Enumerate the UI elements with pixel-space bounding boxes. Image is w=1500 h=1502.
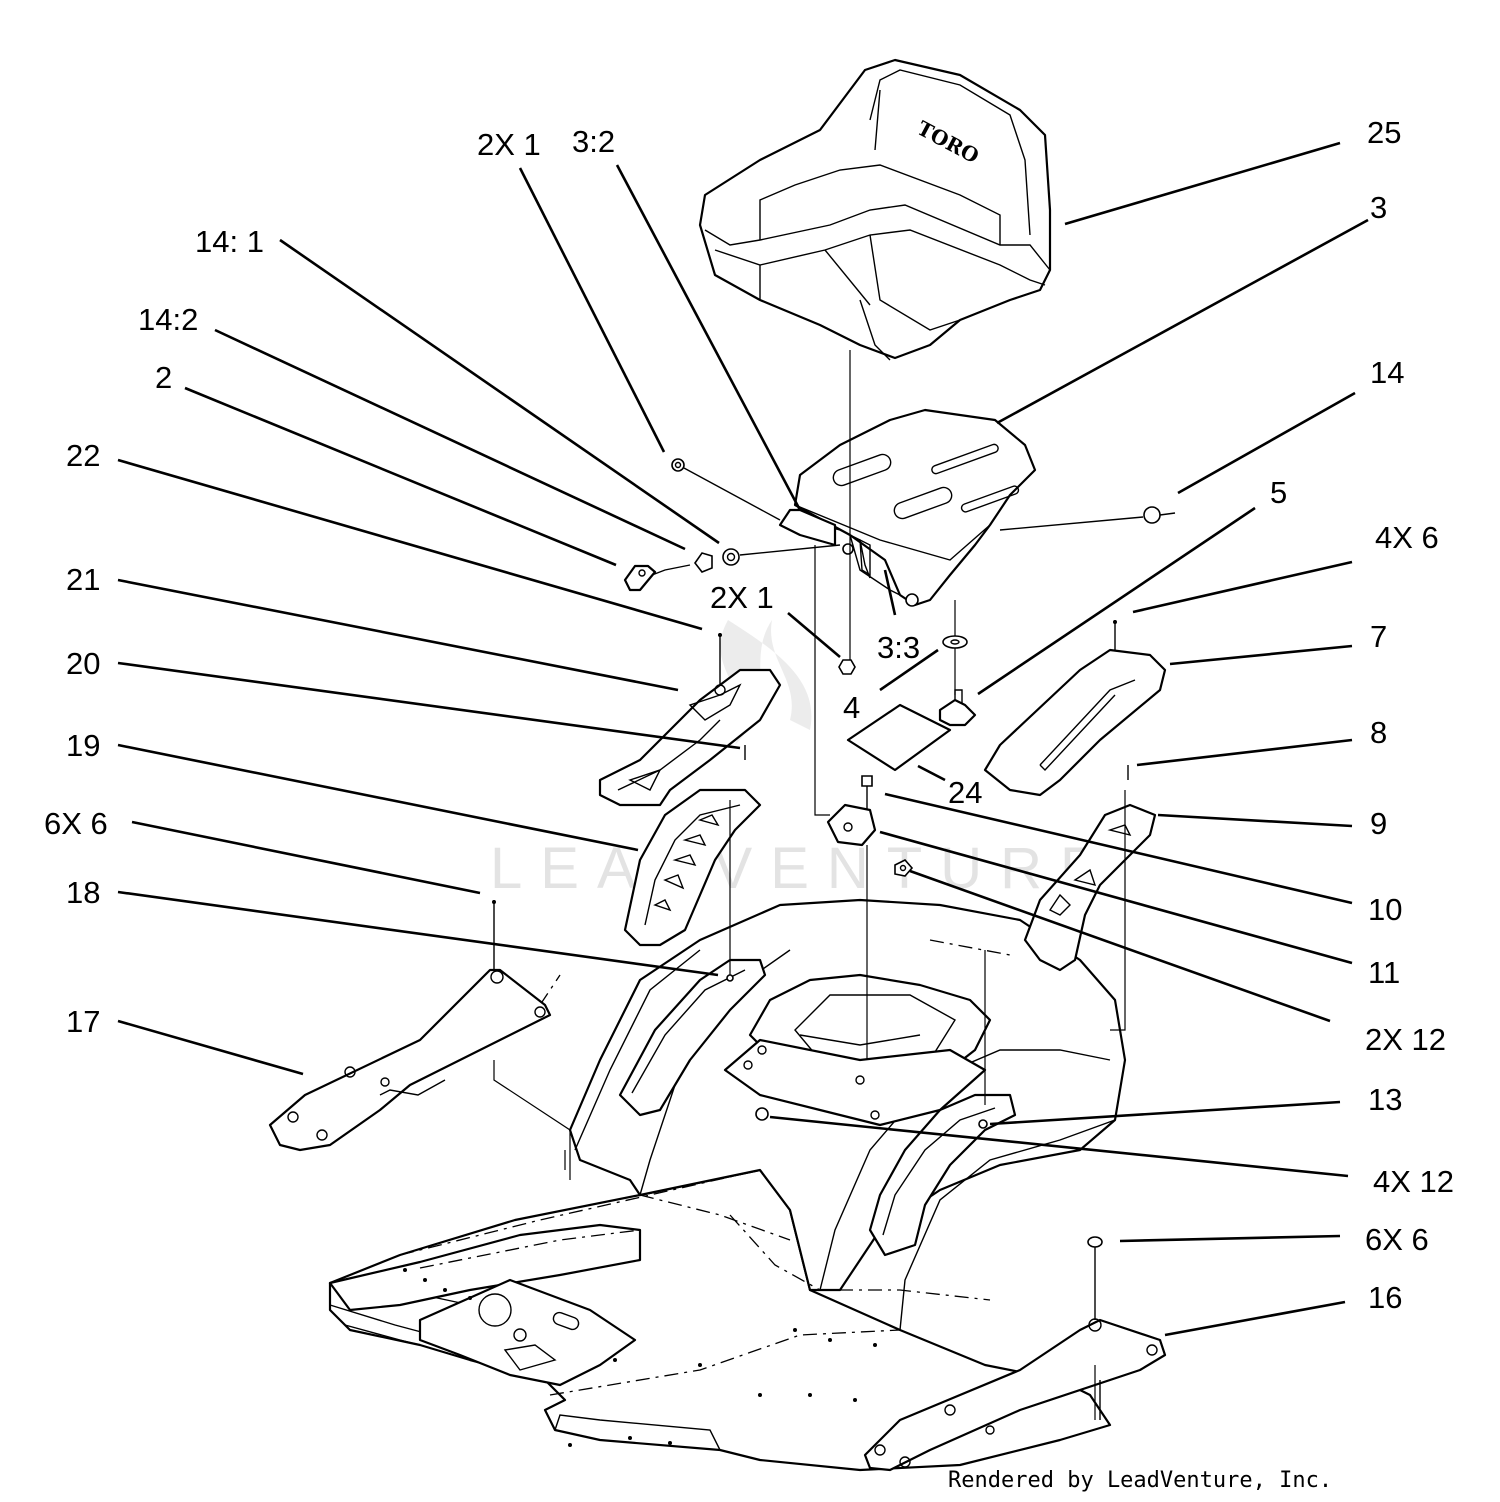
callout-16: 16 (1368, 1280, 1402, 1315)
leader-4x6 (1132, 560, 1353, 614)
leader-7 (1169, 644, 1353, 666)
leader-14 (1177, 391, 1356, 495)
leader-14-1 (279, 238, 720, 545)
leader-13 (989, 1100, 1341, 1126)
leader-2x1-mid (787, 612, 841, 658)
leader-2x12 (909, 869, 1331, 1023)
right-side-parts (863, 620, 1167, 1472)
callout-4x6: 4X 6 (1375, 520, 1439, 555)
leader-3-3 (883, 569, 897, 616)
leader-24 (917, 764, 946, 782)
callout-10: 10 (1368, 892, 1402, 927)
callout-4x12: 4X 12 (1373, 1164, 1454, 1199)
leader-8 (1136, 738, 1353, 767)
callout-19: 19 (66, 728, 100, 763)
leader-10 (884, 792, 1353, 905)
callout-14: 14 (1370, 355, 1404, 390)
callout-22: 22 (66, 438, 100, 473)
leader-lines (117, 141, 1369, 1337)
leader-2x1-top (518, 167, 666, 453)
hardware-cluster (623, 458, 1176, 592)
center-hardware (814, 350, 977, 1060)
callout-14-1: 14: 1 (195, 224, 264, 259)
seat: TORO (698, 58, 1052, 361)
leader-19 (117, 743, 639, 852)
leader-4 (879, 648, 939, 692)
callout-2x1-top: 2X 1 (477, 127, 541, 162)
callout-21: 21 (66, 562, 100, 597)
callout-3-2: 3:2 (572, 124, 615, 159)
leader-22 (117, 458, 703, 631)
callout-4: 4 (843, 690, 860, 725)
fender-body (328, 898, 1127, 1472)
callout-13: 13 (1368, 1082, 1402, 1117)
leader-5 (977, 506, 1256, 696)
leader-25 (1064, 141, 1341, 226)
leader-3-2 (615, 164, 802, 511)
callout-5: 5 (1270, 475, 1287, 510)
leader-2 (184, 386, 617, 567)
leader-16 (1164, 1300, 1346, 1337)
watermark-text: LEADVENTURE (490, 836, 1117, 901)
callout-2x1-mid: 2X 1 (710, 580, 774, 615)
leader-14-2 (214, 328, 686, 551)
leader-9 (1157, 813, 1353, 828)
callout-labels: 25 3 3:2 2X 1 14: 1 14:2 2 22 21 20 19 6… (44, 115, 1454, 1315)
callout-2x12: 2X 12 (1365, 1022, 1446, 1057)
callout-7: 7 (1370, 619, 1387, 654)
fastener-4x12 (755, 1107, 769, 1121)
leader-18 (117, 890, 719, 977)
callout-6x6-left: 6X 6 (44, 806, 108, 841)
leader-21 (117, 578, 679, 692)
callout-11: 11 (1368, 955, 1400, 990)
seat-mount-plate (778, 408, 1037, 607)
leader-11 (879, 830, 1353, 965)
callout-8: 8 (1370, 715, 1387, 750)
leader-20 (117, 661, 741, 750)
leader-6x6-left (131, 820, 481, 895)
callout-14-2: 14:2 (138, 302, 198, 337)
callout-25: 25 (1367, 115, 1401, 150)
left-side-parts (268, 633, 782, 1152)
callout-6x6-right: 6X 6 (1365, 1222, 1429, 1257)
callout-9: 9 (1370, 806, 1387, 841)
leader-6x6-right (1119, 1234, 1341, 1243)
leader-17 (117, 1019, 304, 1076)
callout-3-3: 3:3 (877, 630, 920, 665)
callout-2: 2 (155, 360, 172, 395)
leader-3 (996, 218, 1369, 425)
callout-17: 17 (66, 1004, 100, 1039)
callout-24: 24 (948, 775, 982, 810)
render-credit: Rendered by LeadVenture, Inc. (948, 1468, 1332, 1493)
leader-4x12 (769, 1115, 1349, 1178)
fastener-13 (978, 1119, 988, 1129)
callout-18: 18 (66, 875, 100, 910)
callout-3: 3 (1370, 190, 1387, 225)
callout-20: 20 (66, 646, 100, 681)
